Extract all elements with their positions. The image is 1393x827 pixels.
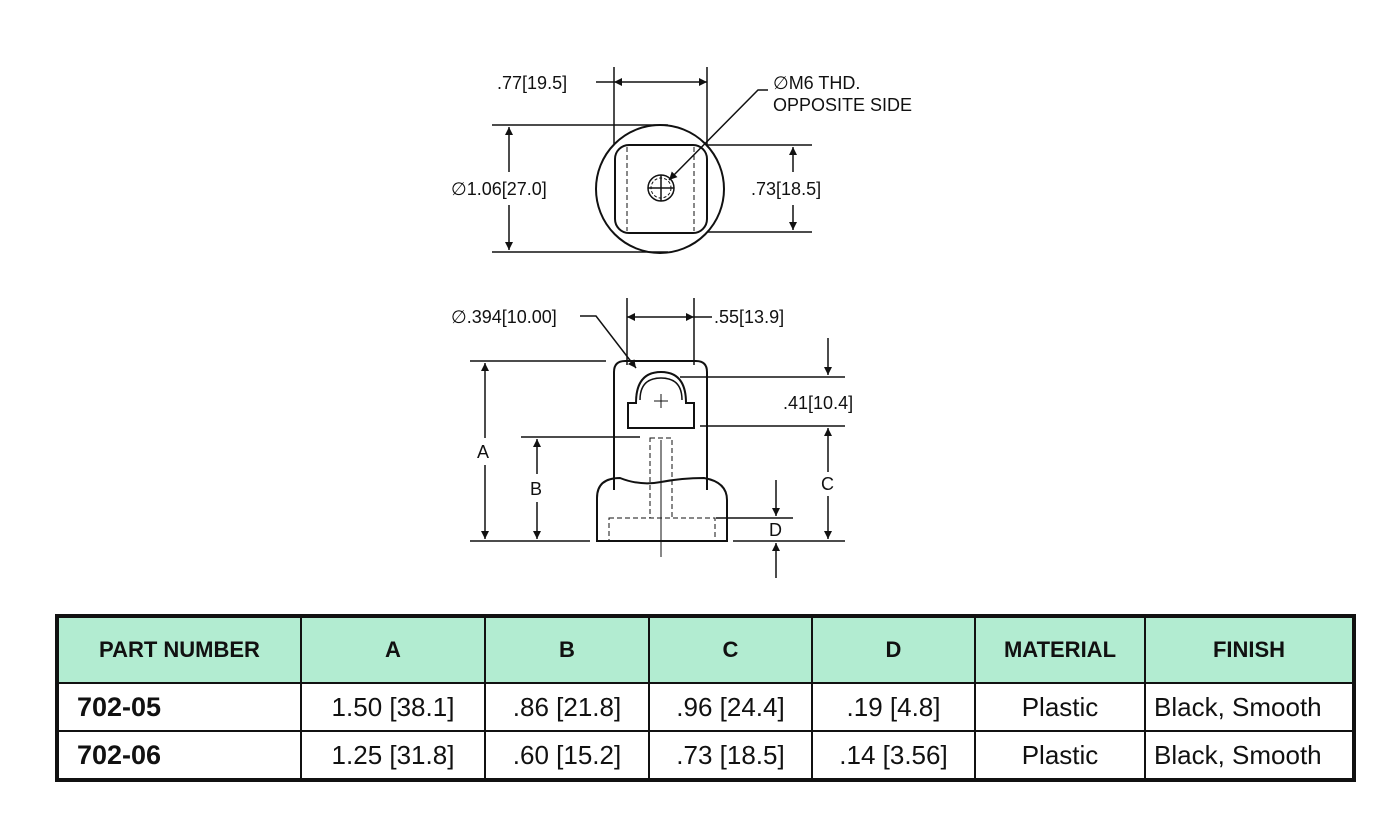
dim-a-cell: 1.25 [31.8] bbox=[300, 730, 486, 781]
ball-dim-text: ∅.394[10.00] bbox=[451, 307, 557, 327]
header-d: D bbox=[811, 615, 976, 684]
material-cell: Plastic bbox=[974, 682, 1146, 732]
thread-note-line2: OPPOSITE SIDE bbox=[773, 95, 912, 115]
ball-cavity bbox=[627, 370, 695, 429]
top-width-dim-text: .77[19.5] bbox=[497, 73, 567, 93]
dim-d-cell: .19 [4.8] bbox=[811, 682, 976, 732]
header-part-number: PART NUMBER bbox=[56, 615, 302, 684]
dim-c-cell: .73 [18.5] bbox=[648, 730, 813, 781]
label-b: B bbox=[530, 479, 542, 499]
technical-drawing: .77[19.5] ∅M6 THD. OPPOSITE SIDE ∅1.06[2… bbox=[451, 67, 912, 578]
dim-b-cell: .60 [15.2] bbox=[484, 730, 650, 781]
socket-dim-text: .41[10.4] bbox=[783, 393, 853, 413]
header-finish: FINISH bbox=[1144, 615, 1355, 684]
flat-face bbox=[614, 144, 708, 234]
top-height-dim-text: .73[18.5] bbox=[751, 179, 821, 199]
label-d: D bbox=[769, 520, 782, 540]
top-diameter-dim-text: ∅1.06[27.0] bbox=[451, 179, 547, 199]
side-width-dim-text: .55[13.9] bbox=[714, 307, 784, 327]
spec-table: PART NUMBER A B C D MATERIAL FINISH 702-… bbox=[55, 614, 1356, 782]
dim-d-cell: .14 [3.56] bbox=[811, 730, 976, 781]
label-a: A bbox=[477, 442, 489, 462]
header-c: C bbox=[648, 615, 813, 684]
dim-a-cell: 1.50 [38.1] bbox=[300, 682, 486, 732]
dim-b-cell: .86 [21.8] bbox=[484, 682, 650, 732]
label-c: C bbox=[821, 474, 834, 494]
header-material: MATERIAL bbox=[974, 615, 1146, 684]
table-header-row: PART NUMBER A B C D MATERIAL FINISH bbox=[56, 615, 1355, 684]
socket-body bbox=[613, 360, 708, 490]
dim-c-cell: .96 [24.4] bbox=[648, 682, 813, 732]
header-a: A bbox=[300, 615, 486, 684]
part-number-cell: 702-06 bbox=[56, 730, 302, 781]
header-b: B bbox=[484, 615, 650, 684]
thread-note-line1: ∅M6 THD. bbox=[773, 73, 860, 93]
side-view bbox=[470, 298, 845, 578]
top-view bbox=[492, 67, 812, 254]
material-cell: Plastic bbox=[974, 730, 1146, 781]
finish-cell: Black, Smooth bbox=[1144, 682, 1355, 732]
table-row: 702-05 1.50 [38.1] .86 [21.8] .96 [24.4]… bbox=[56, 682, 1355, 732]
part-number-cell: 702-05 bbox=[56, 682, 302, 732]
finish-cell: Black, Smooth bbox=[1144, 730, 1355, 781]
table-row: 702-06 1.25 [31.8] .60 [15.2] .73 [18.5]… bbox=[56, 730, 1355, 781]
